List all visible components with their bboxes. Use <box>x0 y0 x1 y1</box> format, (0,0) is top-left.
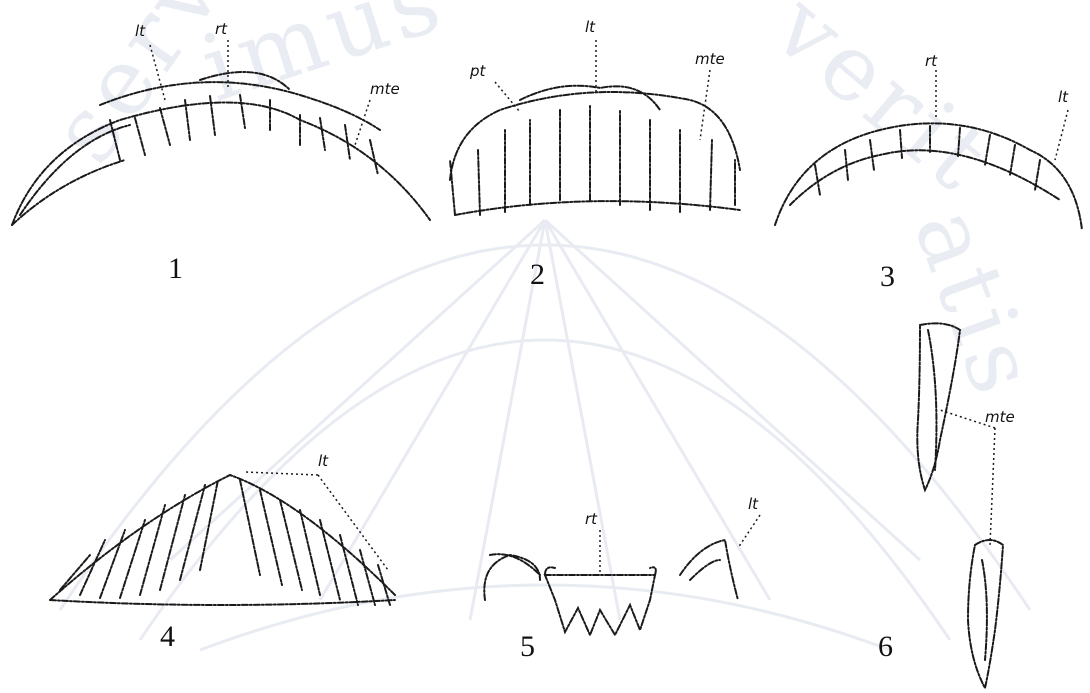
fig1-label-mte: mte <box>370 80 400 98</box>
figure-2-number: 2 <box>530 258 545 292</box>
figure-4-drawing <box>50 475 395 605</box>
figure-3-number: 3 <box>880 260 895 294</box>
leader-fig1-lt <box>150 45 165 100</box>
fig2-label-pt: pt <box>470 62 485 80</box>
fig5-label-lt: lt <box>748 495 758 513</box>
figure-3-drawing <box>775 123 1082 230</box>
fig3-label-lt: lt <box>1058 88 1068 106</box>
fig4-label-lt: lt <box>318 452 328 470</box>
figure-6-number: 6 <box>878 630 893 664</box>
fig3-label-rt: rt <box>925 52 937 70</box>
figure-5-drawing <box>484 540 738 635</box>
fig5-label-rt: rt <box>585 510 597 528</box>
fig6-label-mte: mte <box>985 408 1015 426</box>
leader-fig3-lt <box>1055 110 1068 160</box>
figure-4-number: 4 <box>160 620 175 654</box>
figure-6-drawing <box>917 323 1003 688</box>
figure-1-drawing <box>12 72 430 225</box>
figure-1-number: 1 <box>168 252 183 286</box>
fig1-label-rt: rt <box>215 20 227 38</box>
leader-fig5-lt <box>738 515 760 548</box>
fig2-label-lt: lt <box>585 18 595 36</box>
figure-2-drawing <box>450 86 740 215</box>
figure-5-number: 5 <box>520 630 535 664</box>
fig2-label-mte: mte <box>695 50 725 68</box>
fig1-label-lt: lt <box>135 22 145 40</box>
leader-fig6-mte <box>940 410 995 545</box>
